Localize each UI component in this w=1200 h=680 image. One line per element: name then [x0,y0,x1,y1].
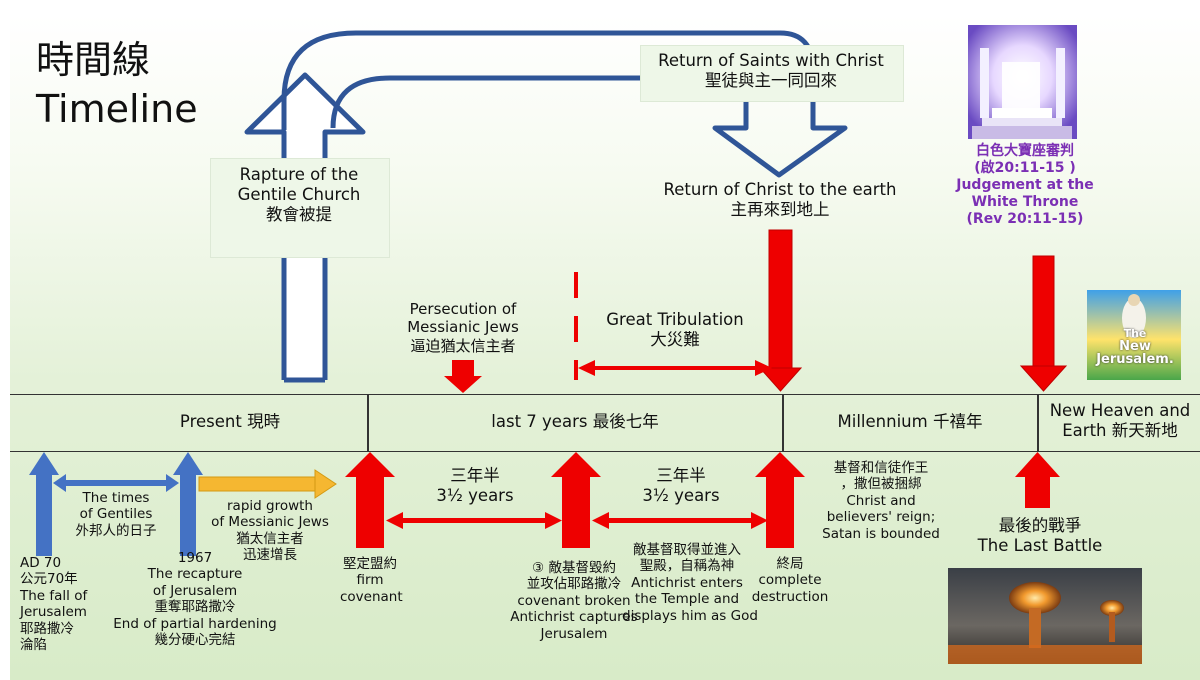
christ-return-label: Return of Christ to the earth 主再來到地上 [663,180,897,220]
last-battle-image [948,568,1142,664]
event-1967: 1967 The recapture of Jerusalem 重奪耶路撒冷 E… [113,550,277,649]
event-half2: 三年半 3½ years [642,466,720,506]
event-gentiles: The times of Gentiles 外邦人的日子 [75,490,157,539]
red-double-arrow-half2 [592,512,768,529]
red-down-arrow-throne [1019,255,1068,392]
tribulation-marker [574,272,772,380]
event-growth: rapid growth of Messianic Jews 猶太信主者 迅速增… [211,498,329,564]
blue-up-arrow-ad70 [29,452,59,556]
persecution-label: Persecution of Messianic Jews 逼迫猶太信主者 [407,300,519,355]
red-double-arrow-half1 [386,512,562,529]
saints-return-label: Return of Saints with Christ 聖徒與主一同回來 [658,51,884,91]
event-half1: 三年半 3½ years [436,466,514,506]
event-temple: 敵基督取得並進入 聖殿，自稱為神 Antichrist enters the T… [622,542,758,624]
event-reign: 基督和信徒作王 ，撒但被捆綁 Christ and believers' rei… [822,460,940,542]
red-up-arrow-battle [1015,452,1060,508]
band-millennium: Millennium 千禧年 [837,412,983,431]
rapture-label: Rapture of the Gentile Church 教會被提 [237,165,361,225]
event-broken: ③ 敵基督毀約 並攻佔耶路撒冷 covenant broken Antichri… [510,560,638,642]
white-throne-image [968,25,1077,139]
white-throne-label: 白色大寶座審判 (啟20:11-15 ) Judgement at the Wh… [956,143,1094,228]
event-ad70: AD 70 公元70年 The fall of Jerusalem 耶路撒冷 淪… [20,555,88,654]
saints-return-box [640,45,904,102]
event-end: 終局 complete destruction [751,556,829,605]
red-up-arrow-end [755,452,805,548]
timeline-band [10,394,1200,452]
title-chinese: 時間線 [36,38,151,82]
band-last7: last 7 years 最後七年 [491,412,659,431]
rapture-box [210,158,390,258]
event-last-battle: 最後的戰爭 The Last Battle [977,516,1103,556]
band-new-heaven: New Heaven and Earth 新天新地 [1049,401,1191,441]
new-jerusalem-image [1087,290,1181,380]
red-up-arrow-broken [551,452,601,548]
tribulation-label: Great Tribulation 大災難 [606,310,744,350]
gold-arrow-growth [198,469,337,499]
slide-title: 時間線 Timeline [36,36,198,133]
red-up-arrow-covenant [345,452,395,548]
divider-present-last7 [367,394,369,452]
red-down-arrow-christ-return [758,229,803,392]
event-covenant: 堅定盟約 firm covenant [340,556,403,605]
title-english: Timeline [36,86,198,131]
blue-double-arrow-gentiles [53,474,179,492]
blue-up-arrow-1967 [173,452,203,556]
divider-millennium-newheaven [1037,394,1039,452]
divider-last7-millennium [782,394,784,452]
new-jerusalem-badge: The New Jerusalem. [1096,327,1174,368]
red-down-arrow-persecution [444,360,482,393]
band-present: Present 現時 [179,412,281,431]
